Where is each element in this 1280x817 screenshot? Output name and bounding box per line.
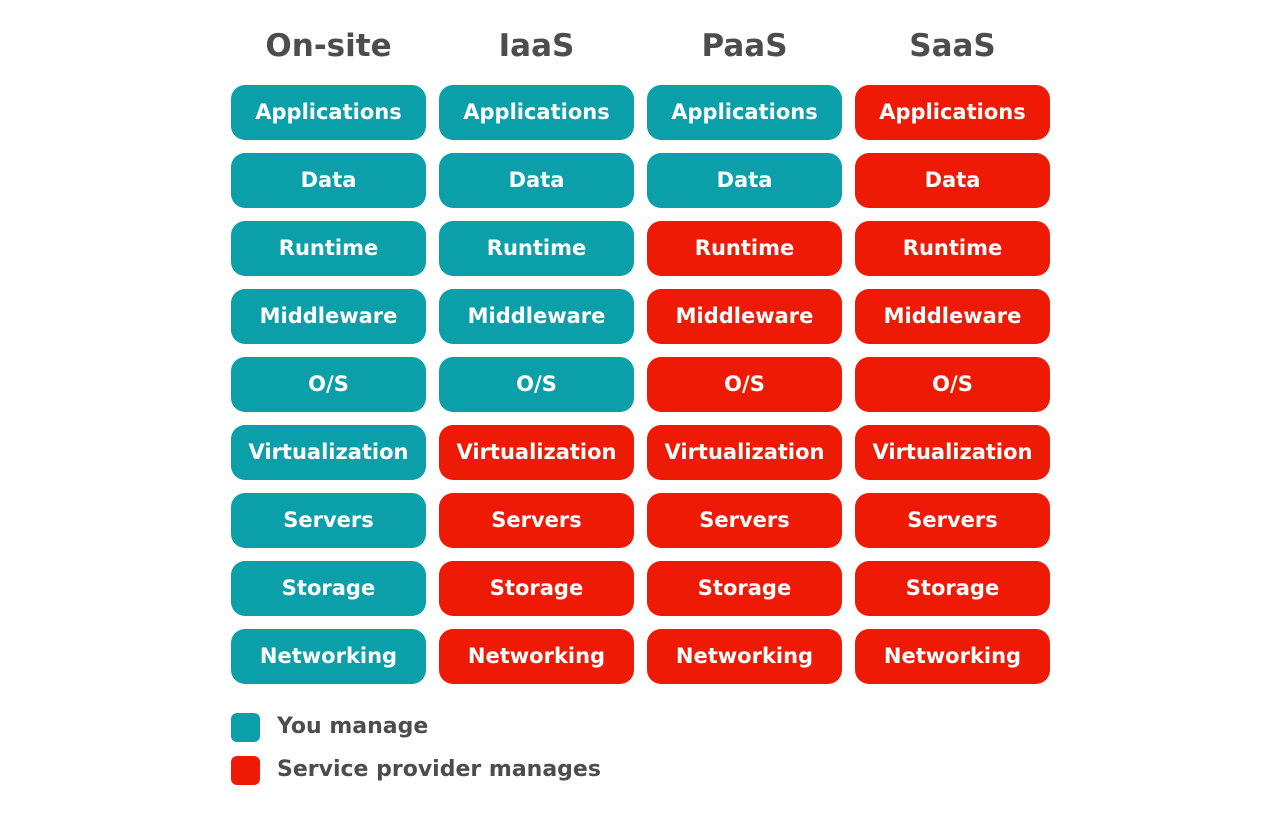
layer-saas-data: Data [855,153,1050,208]
layer-iaas-data: Data [439,153,634,208]
layer-saas-middleware: Middleware [855,289,1050,344]
layer-iaas-middleware: Middleware [439,289,634,344]
layer-saas-servers: Servers [855,493,1050,548]
layer-saas-storage: Storage [855,561,1050,616]
layer-on-site-storage: Storage [231,561,426,616]
column-header-paas: PaaS [701,28,788,64]
layer-iaas-networking: Networking [439,629,634,684]
layer-iaas-storage: Storage [439,561,634,616]
layer-saas-applications: Applications [855,85,1050,140]
layer-iaas-applications: Applications [439,85,634,140]
column-header-on-site: On-site [265,28,392,64]
layer-paas-o-s: O/S [647,357,842,412]
column-header-iaas: IaaS [498,28,575,64]
layer-on-site-networking: Networking [231,629,426,684]
layer-saas-o-s: O/S [855,357,1050,412]
legend-swatch-you-manage [231,713,260,742]
layer-paas-data: Data [647,153,842,208]
layer-paas-middleware: Middleware [647,289,842,344]
legend-label-you-manage: You manage [277,714,429,739]
layer-paas-runtime: Runtime [647,221,842,276]
layer-saas-runtime: Runtime [855,221,1050,276]
layer-paas-storage: Storage [647,561,842,616]
layer-on-site-applications: Applications [231,85,426,140]
layer-on-site-runtime: Runtime [231,221,426,276]
layer-on-site-data: Data [231,153,426,208]
legend-swatch-provider-manages [231,756,260,785]
layer-on-site-servers: Servers [231,493,426,548]
layer-paas-networking: Networking [647,629,842,684]
layer-on-site-o-s: O/S [231,357,426,412]
layer-iaas-runtime: Runtime [439,221,634,276]
layer-iaas-servers: Servers [439,493,634,548]
layer-saas-networking: Networking [855,629,1050,684]
layer-paas-virtualization: Virtualization [647,425,842,480]
layer-paas-servers: Servers [647,493,842,548]
layer-on-site-middleware: Middleware [231,289,426,344]
layer-iaas-virtualization: Virtualization [439,425,634,480]
layer-saas-virtualization: Virtualization [855,425,1050,480]
layer-iaas-o-s: O/S [439,357,634,412]
layer-on-site-virtualization: Virtualization [231,425,426,480]
column-header-saas: SaaS [909,28,996,64]
layer-paas-applications: Applications [647,85,842,140]
legend-label-provider-manages: Service provider manages [277,757,601,782]
